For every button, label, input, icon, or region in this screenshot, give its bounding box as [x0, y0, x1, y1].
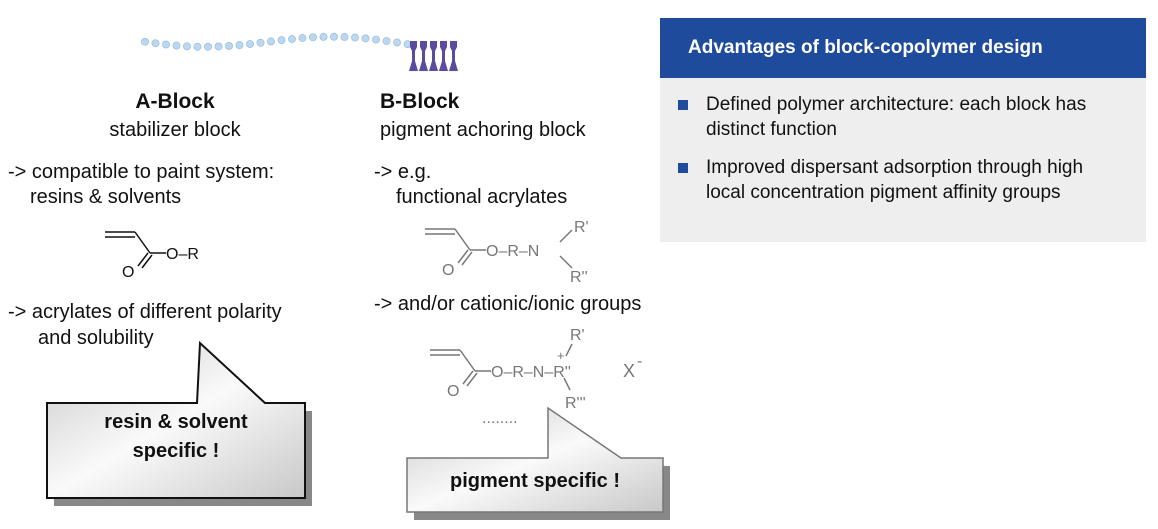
- a-block-desc2-line2: and solubility: [38, 327, 154, 349]
- b-block-title: B-Block: [380, 90, 460, 113]
- chain-bead: [267, 37, 275, 46]
- svg-text:O: O: [122, 264, 134, 281]
- b-block-desc1-line1: -> e.g.: [374, 161, 432, 183]
- svg-text:-: -: [637, 353, 642, 370]
- callout-line2: specific !: [132, 440, 220, 462]
- chain-bead: [204, 42, 212, 51]
- chain-bead: [351, 33, 359, 42]
- quaternary-ammonium-formula: O O–R–N–R'' + R' R''' X -: [430, 327, 642, 412]
- svg-text:X: X: [623, 361, 635, 381]
- a-block-subtitle: stabilizer block: [109, 119, 241, 141]
- chain-bead: [235, 41, 244, 49]
- chain-bead: [256, 38, 265, 47]
- chain-bead: [151, 39, 160, 48]
- chain-bead: [162, 40, 170, 49]
- b-block-desc2: -> and/or cationic/ionic groups: [374, 293, 642, 315]
- a-block-desc1-line1: -> compatible to paint system:: [8, 161, 275, 183]
- anchor-groups: [409, 41, 458, 71]
- svg-text:O: O: [447, 383, 459, 400]
- svg-text:O–R: O–R: [166, 246, 199, 263]
- callout-pigment-text: pigment specific !: [449, 470, 621, 492]
- advantage-item: Defined polymer architecture: each block…: [706, 94, 1087, 140]
- chain-bead: [214, 42, 223, 51]
- chain-bead: [225, 42, 233, 50]
- chain-bead: [246, 40, 254, 48]
- svg-text:R''': R''': [565, 395, 586, 412]
- chain-bead: [172, 41, 181, 50]
- svg-text:O–R–N–R'': O–R–N–R'': [491, 364, 571, 381]
- chain-bead: [193, 42, 202, 51]
- chain-bead: [361, 34, 370, 43]
- a-block-title: A-Block: [135, 90, 215, 113]
- bullet-icon: [678, 163, 688, 173]
- callout-line1: resin & solvent: [104, 411, 248, 433]
- callout-resin-solvent-text: resin & solvent specific !: [47, 408, 305, 466]
- anchor-group: [429, 41, 438, 71]
- chain-bead: [319, 32, 328, 41]
- advantage-item: Improved dispersant adsorption through h…: [706, 157, 1084, 203]
- svg-text:+: +: [557, 348, 565, 363]
- acrylate-formula: O O–R: [105, 231, 199, 281]
- chain-bead: [309, 33, 317, 42]
- a-block-desc1-line2: resins & solvents: [30, 186, 182, 208]
- anchor-group: [409, 41, 418, 71]
- block-copolymer-illustration: [141, 32, 458, 71]
- chain-bead: [372, 35, 380, 44]
- chain-bead: [330, 32, 338, 41]
- chain-bead: [340, 33, 349, 41]
- chain-bead: [288, 35, 296, 43]
- a-block-desc2-line1: -> acrylates of different polarity: [8, 301, 282, 323]
- anchor-group: [419, 41, 428, 71]
- stabilizer-chain-beads: [141, 32, 412, 51]
- b-block-desc1-line2: functional acrylates: [396, 186, 568, 208]
- chain-bead: [183, 42, 191, 51]
- svg-text:O–R–N: O–R–N: [486, 243, 539, 260]
- chain-bead: [277, 36, 286, 45]
- svg-text:R': R': [570, 327, 585, 344]
- svg-text:R'': R'': [570, 269, 588, 286]
- advantages-panel: Defined polymer architecture: each block…: [660, 78, 1146, 242]
- callout-resin-solvent: [46, 340, 312, 506]
- amino-acrylate-formula: O O–R–N R' R'': [425, 219, 589, 286]
- callout-pigment: [406, 406, 670, 520]
- b-block-subtitle: pigment achoring block: [380, 119, 586, 141]
- chain-bead: [141, 37, 149, 46]
- svg-text:O: O: [442, 262, 454, 279]
- anchor-group: [439, 41, 448, 71]
- panel-title: Advantages of block-copolymer design: [660, 18, 1146, 78]
- anchor-group: [449, 41, 458, 71]
- svg-text:R': R': [574, 219, 589, 236]
- chain-bead: [382, 37, 391, 45]
- chain-bead: [393, 38, 401, 47]
- more-groups-ellipsis: ........: [482, 410, 518, 427]
- chain-bead: [298, 34, 307, 42]
- bullet-icon: [678, 100, 688, 110]
